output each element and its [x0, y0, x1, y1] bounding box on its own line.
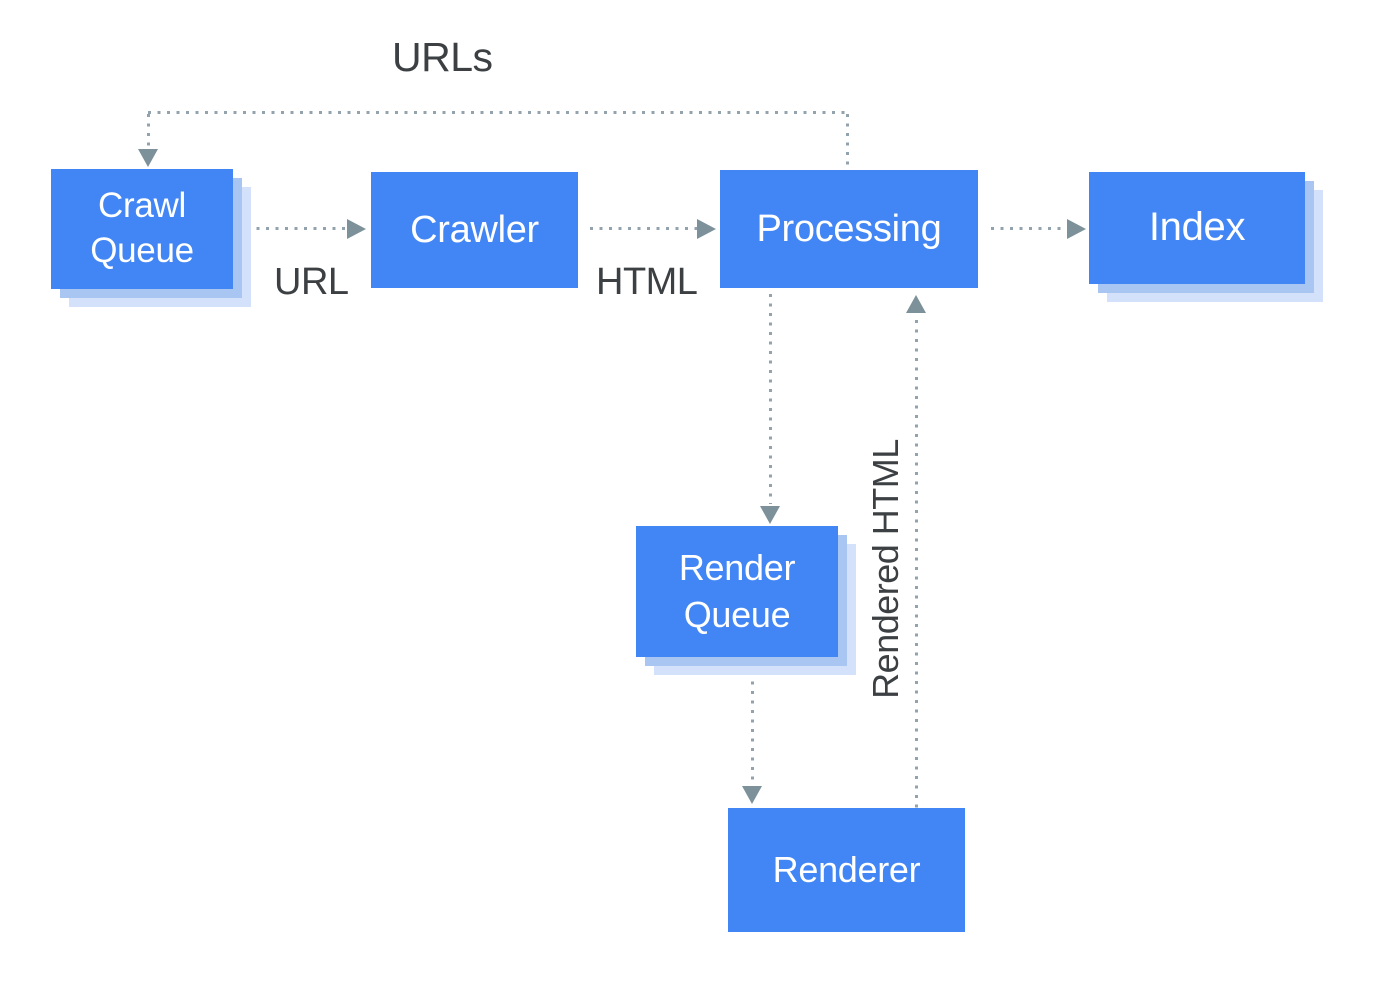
node-index-label: Index — [1148, 205, 1246, 250]
edge-crawler-to-processing — [590, 227, 697, 230]
arrowhead-right-icon — [697, 219, 716, 239]
arrowhead-down-icon — [742, 786, 762, 804]
arrowhead-down-icon — [760, 506, 780, 524]
node-renderer: Renderer — [728, 808, 965, 932]
edge-processing-to-crawl-queue-left-segment — [147, 114, 150, 148]
edge-label-rendered-html: Rendered HTML — [865, 439, 906, 699]
arrowhead-down-icon — [138, 149, 158, 167]
node-crawl-queue: Crawl Queue — [51, 169, 233, 289]
node-processing: Processing — [720, 170, 978, 288]
arrowhead-right-icon — [1067, 219, 1086, 239]
node-render-queue-label: Render Queue — [678, 547, 796, 635]
arrowhead-right-icon — [347, 219, 366, 239]
edge-renderer-to-processing — [915, 320, 918, 808]
edge-processing-to-render-queue — [769, 294, 772, 504]
edge-label-url: URL — [274, 261, 349, 303]
edge-processing-to-index — [991, 227, 1067, 230]
edge-processing-to-crawl-queue-top-segment — [148, 111, 849, 114]
edge-crawl-queue-to-crawler — [247, 227, 347, 230]
edge-render-queue-to-renderer — [751, 672, 754, 784]
node-renderer-label: Renderer — [772, 848, 921, 890]
node-crawler-label: Crawler — [410, 208, 539, 251]
node-processing-label: Processing — [756, 207, 942, 250]
node-index: Index — [1089, 172, 1305, 284]
node-render-queue: Render Queue — [636, 526, 838, 657]
arrowhead-up-icon — [906, 295, 926, 313]
edge-label-urls: URLs — [392, 34, 493, 80]
node-crawler: Crawler — [371, 172, 578, 288]
edge-processing-to-crawl-queue-right-segment — [846, 114, 849, 170]
edge-label-html: HTML — [596, 261, 698, 303]
node-crawl-queue-label: Crawl Queue — [90, 186, 194, 270]
